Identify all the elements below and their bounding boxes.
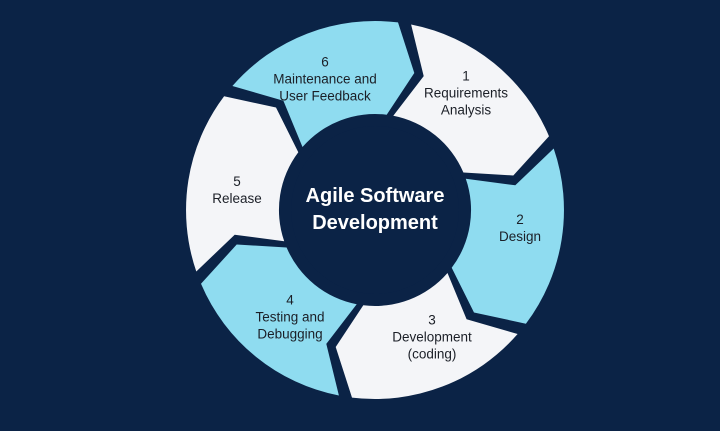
step-4-segment [201,244,357,396]
step-line1: Requirements [423,85,509,101]
step-number: 2 [516,212,524,227]
step-number: 3 [428,312,436,328]
step-line1: Design [498,229,542,244]
step-number: 4 [286,292,294,308]
step-3-segment [335,273,518,400]
step-5-segment [186,96,299,272]
step-line2: Debugging [257,326,323,342]
step-number: 1 [462,68,470,84]
step-line1: Maintenance and [273,71,377,87]
step-line1: Release [212,191,262,206]
center-circle [291,126,459,294]
center-title-line2: Development [312,212,438,234]
center-title-line1: Agile Software [305,185,445,207]
step-number: 5 [233,174,241,189]
step-line2: Analysis [440,102,492,118]
step-line2: (coding) [407,346,457,362]
step-line1: Development [392,329,472,345]
center-title: Agile Software Development [306,183,445,237]
step-1-segment [393,24,549,176]
step-number: 6 [321,54,329,70]
step-line2: User Feedback [279,88,371,104]
step-line1: Testing and [255,309,325,325]
step-2-segment [451,148,564,324]
step-6-segment [232,20,415,148]
